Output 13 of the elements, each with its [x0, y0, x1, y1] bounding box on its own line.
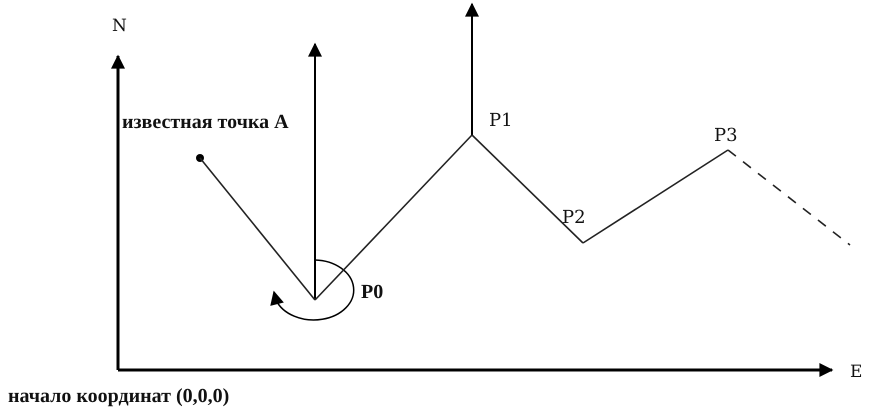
traverse-line: [314, 134, 473, 301]
point-label: P0: [361, 282, 384, 302]
axis-label: N: [112, 18, 127, 35]
traverse-line: [582, 149, 728, 244]
point-label: P2: [562, 209, 586, 227]
point-label: P3: [714, 127, 738, 145]
traverse-line: [471, 134, 584, 244]
dashed-line: [728, 149, 850, 246]
point-label: P1: [489, 112, 513, 130]
axis-label: E: [850, 364, 862, 381]
point-label: известная точка А: [122, 112, 289, 132]
origin-label: начало координат (0,0,0): [8, 386, 230, 406]
traverse-line: [199, 158, 316, 300]
